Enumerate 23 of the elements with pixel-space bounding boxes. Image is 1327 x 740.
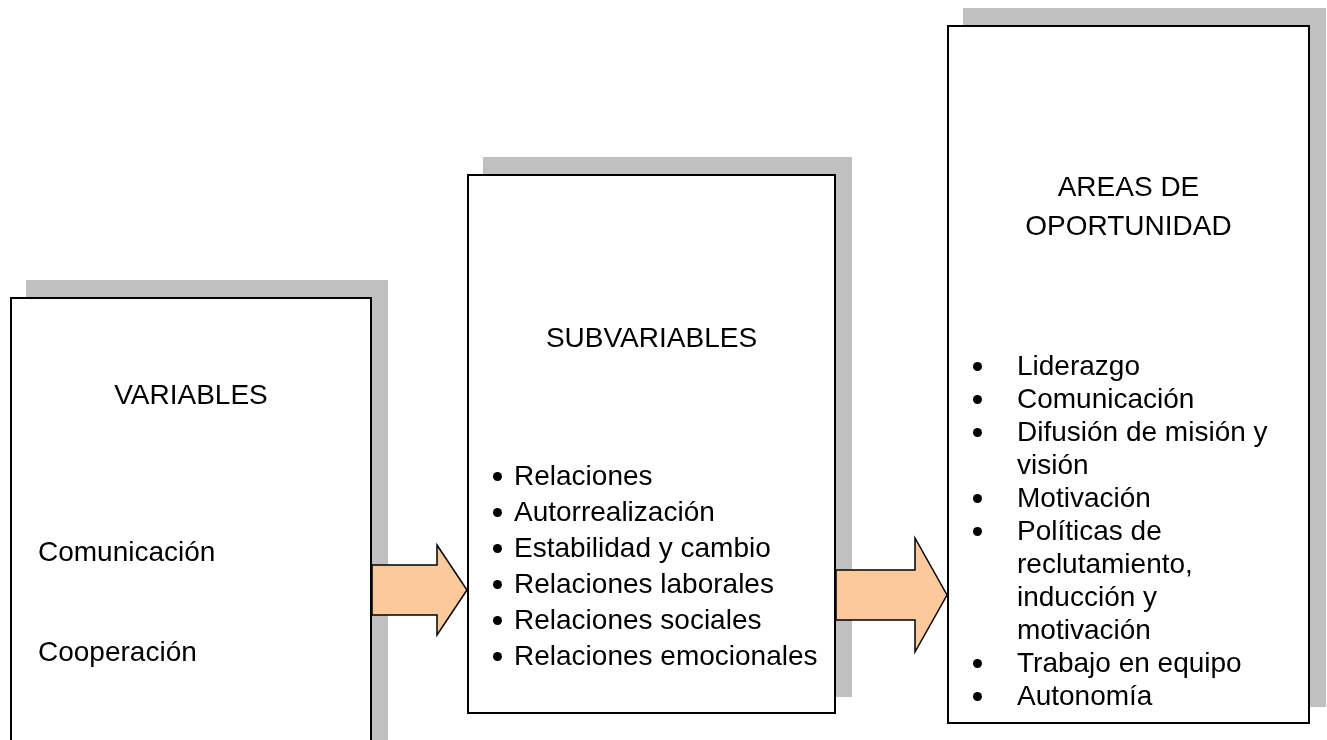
heading: AREAS DE OPORTUNIDAD [1024,170,1233,243]
list-item: Relaciones [514,459,654,493]
list-item: Autorrealización [514,495,716,529]
heading: SUBVARIABLES [544,321,759,355]
list-item: Motivación [1017,481,1152,514]
list-item: Estabilidad y cambio [514,531,772,565]
heading: VARIABLES [113,378,269,412]
list-item: Autonomía [1017,679,1154,712]
list-item: Difusión de misión y visión [1017,415,1269,481]
list-item: Trabajo en equipo [1017,646,1243,679]
list-item: Comunicación [38,535,216,569]
list-item: Relaciones sociales [514,603,763,637]
list-item: Relaciones laborales [514,567,775,601]
list-item: Liderazgo [1017,349,1141,382]
text-box [467,174,836,714]
list-item: Políticas de reclutamiento, inducción y motivación [1017,514,1194,646]
text-box [947,25,1310,724]
list-item: Relaciones emocionales [514,639,819,673]
block-arrow [371,542,468,638]
text-box [10,297,372,740]
block-arrow [835,535,948,655]
list-item: Cooperación [38,635,197,669]
list-item: Comunicación [1017,382,1196,415]
